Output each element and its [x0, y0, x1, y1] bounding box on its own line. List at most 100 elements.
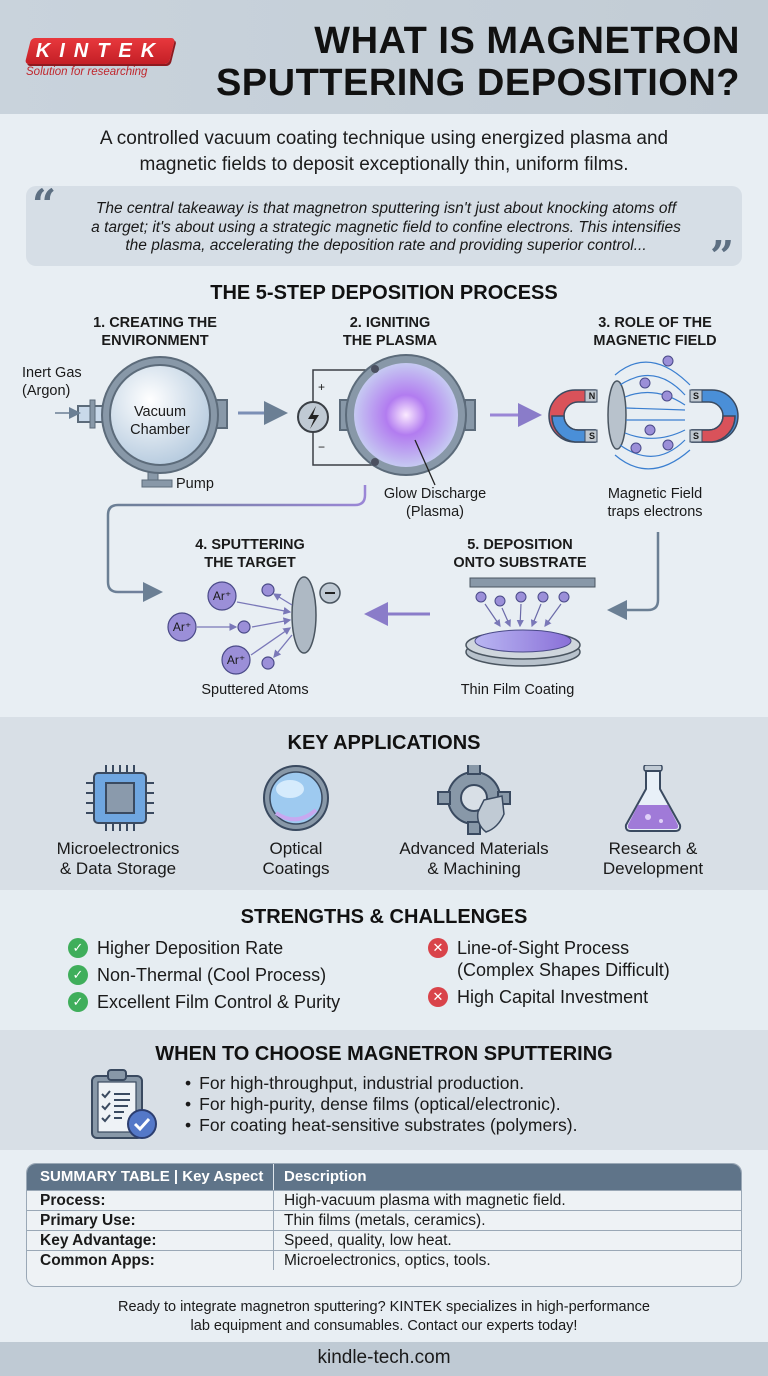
step-title-line: THE PLASMA — [342, 333, 438, 349]
challenge-item: ✕ Line-of-Sight Process(Complex Shapes Di… — [428, 937, 670, 981]
table-row: Process: High-vacuum plasma with magneti… — [27, 1190, 741, 1210]
check-circle-icon: ✓ — [68, 938, 88, 958]
footer-band — [0, 1342, 768, 1376]
table-cell-key: Primary Use: — [27, 1211, 274, 1230]
label-line: Chamber — [130, 422, 190, 438]
quote-box — [26, 186, 742, 266]
application-advanced-materials: Advanced Materials & Machining — [384, 839, 564, 879]
challenge-line: Line-of-Sight Process — [457, 938, 630, 958]
pole-n-label: N — [588, 391, 596, 401]
strength-item: ✓Excellent Film Control & Purity — [68, 991, 340, 1013]
label-line: Vacuum — [133, 404, 187, 420]
step-title-line: 2. IGNITING — [349, 315, 431, 331]
flask-icon — [624, 765, 682, 832]
power-minus-sign: − — [318, 440, 326, 454]
application-optical-coatings: Optical Coatings — [206, 839, 386, 879]
pole-s-label: S — [692, 431, 699, 441]
page-title: WHAT IS MAGNETRON SPUTTERING DEPOSITION? — [180, 20, 740, 104]
table-cell-key: Key Advantage: — [27, 1231, 274, 1250]
gear-shield-icon — [437, 765, 511, 835]
title-line-1: WHAT IS MAGNETRON — [314, 20, 740, 62]
strengths-challenges-band — [0, 890, 768, 1030]
when-to-choose-list: For high-throughput, industrial producti… — [185, 1073, 577, 1136]
challenge-item: ✕ High Capital Investment — [428, 986, 670, 1008]
argon-ion-label: Ar⁺ — [172, 620, 192, 634]
pole-s-label: S — [692, 391, 699, 401]
table-cell-value: High-vacuum plasma with magnetic field. — [284, 1192, 566, 1209]
process-section-title: THE 5-STEP DEPOSITION PROCESS — [210, 282, 558, 304]
label-line: Development — [602, 859, 704, 878]
table-cell-key: Common Apps: — [27, 1251, 274, 1270]
challenge-text: Line-of-Sight Process(Complex Shapes Dif… — [457, 937, 670, 981]
strength-text: Higher Deposition Rate — [97, 938, 284, 958]
label-line: Glow Discharge — [383, 486, 487, 502]
step-title-line: 5. DEPOSITION — [467, 537, 573, 553]
challenge-text: High Capital Investment — [457, 987, 649, 1007]
step-title-line: ENVIRONMENT — [101, 333, 209, 349]
step-1-title: 1. CREATING THE ENVIRONMENT — [60, 314, 250, 350]
label-line: traps electrons — [607, 504, 703, 520]
table-cell-key: Process: — [27, 1191, 274, 1210]
step-5-title: 5. DEPOSITION ONTO SUBSTRATE — [420, 536, 620, 572]
open-quote-icon: “ — [32, 180, 57, 229]
step-2-title: 2. IGNITING THE PLASMA — [300, 314, 480, 350]
strength-item: ✓ Higher Deposition Rate — [68, 937, 340, 959]
subtitle: A controlled vacuum coating technique us… — [0, 126, 768, 178]
microchip-icon — [86, 765, 154, 831]
applications-section-title: KEY APPLICATIONS — [287, 732, 481, 754]
check-circle-icon: ✓ — [68, 992, 88, 1012]
table-row: Key Advantage: Speed, quality, low heat. — [27, 1230, 741, 1250]
subtitle-line-1: A controlled vacuum coating technique us… — [99, 128, 669, 149]
call-to-action: Ready to integrate magnetron sputtering?… — [0, 1298, 768, 1336]
label-line: Research & — [608, 839, 698, 858]
substrate-deposition-icon — [465, 577, 596, 667]
subtitle-line-2: magnetic fields to deposit exceptionally… — [139, 154, 629, 175]
table-row: Common Apps: Microelectronics, optics, t… — [27, 1250, 741, 1270]
thin-film-coating-label: Thin Film Coating — [460, 682, 575, 698]
when-to-choose-title: WHEN TO CHOOSE MAGNETRON SPUTTERING — [155, 1043, 613, 1065]
label-line: (Argon) — [22, 383, 71, 399]
strength-item: ✓ Non-Thermal (Cool Process) — [68, 964, 340, 986]
logo-text: KINTEK — [35, 40, 165, 62]
plasma-chamber-icon — [297, 354, 476, 486]
challenge-line: (Complex Shapes Difficult) — [457, 960, 670, 980]
check-circle-icon: ✓ — [68, 965, 88, 985]
table-cell-value: Thin films (metals, ceramics). — [284, 1212, 486, 1229]
when-item: For high-throughput, industrial producti… — [185, 1073, 577, 1094]
strengths-list: ✓ Higher Deposition Rate ✓ Non-Thermal (Co… — [68, 937, 340, 1013]
strength-text: Non-Thermal (Cool Process) — [97, 965, 327, 985]
label-line: Coatings — [262, 859, 330, 878]
vacuum-chamber-label: Vacuum Chamber — [115, 403, 205, 439]
cta-line: lab equipment and consumables. Contact o… — [190, 1318, 578, 1334]
cross-circle-icon: ✕ — [428, 938, 448, 958]
glow-discharge-label: Glow Discharge (Plasma) — [360, 485, 510, 521]
pump-label: Pump — [176, 476, 214, 492]
label-line: Advanced Materials — [399, 839, 549, 858]
application-microelectronics: Microelectronics & Data Storage — [28, 839, 208, 879]
label-line: & Machining — [427, 859, 521, 878]
cross-circle-icon: ✕ — [428, 987, 448, 1007]
application-research-development: Research & Development — [563, 839, 743, 879]
lens-icon — [263, 765, 329, 831]
label-line: (Plasma) — [405, 504, 464, 520]
sputtered-atoms-label: Sputtered Atoms — [201, 682, 309, 698]
close-quote-icon: ” — [710, 232, 735, 281]
label-line: Optical — [269, 839, 323, 858]
vacuum-chamber-icon — [55, 356, 228, 488]
footer-url-link[interactable]: kindle-tech.com — [317, 1347, 451, 1368]
sputtering-target-icon — [167, 576, 341, 675]
table-header-row: SUMMARY TABLE | Key Aspect Description — [27, 1164, 741, 1190]
applications-icons — [86, 765, 682, 835]
label-line: & Data Storage — [59, 859, 177, 878]
when-item: For coating heat-sensitive substrates (p… — [185, 1115, 577, 1136]
step-4-title: 4. SPUTTERING THE TARGET — [160, 536, 340, 572]
argon-ion-label: Ar⁺ — [226, 653, 246, 667]
label-line: Microelectronics — [56, 839, 180, 858]
clipboard-check-icon — [91, 1069, 157, 1139]
argon-ion-label: Ar⁺ — [212, 589, 232, 603]
quote-text: The central takeaway is that magnetron s… — [58, 200, 714, 256]
magnet-field-icon — [548, 355, 739, 470]
step-title-line: 4. SPUTTERING — [195, 537, 305, 553]
summary-table: SUMMARY TABLE | Key Aspect Description P… — [26, 1163, 742, 1287]
step-title-line: 3. ROLE OF THE — [598, 315, 712, 331]
